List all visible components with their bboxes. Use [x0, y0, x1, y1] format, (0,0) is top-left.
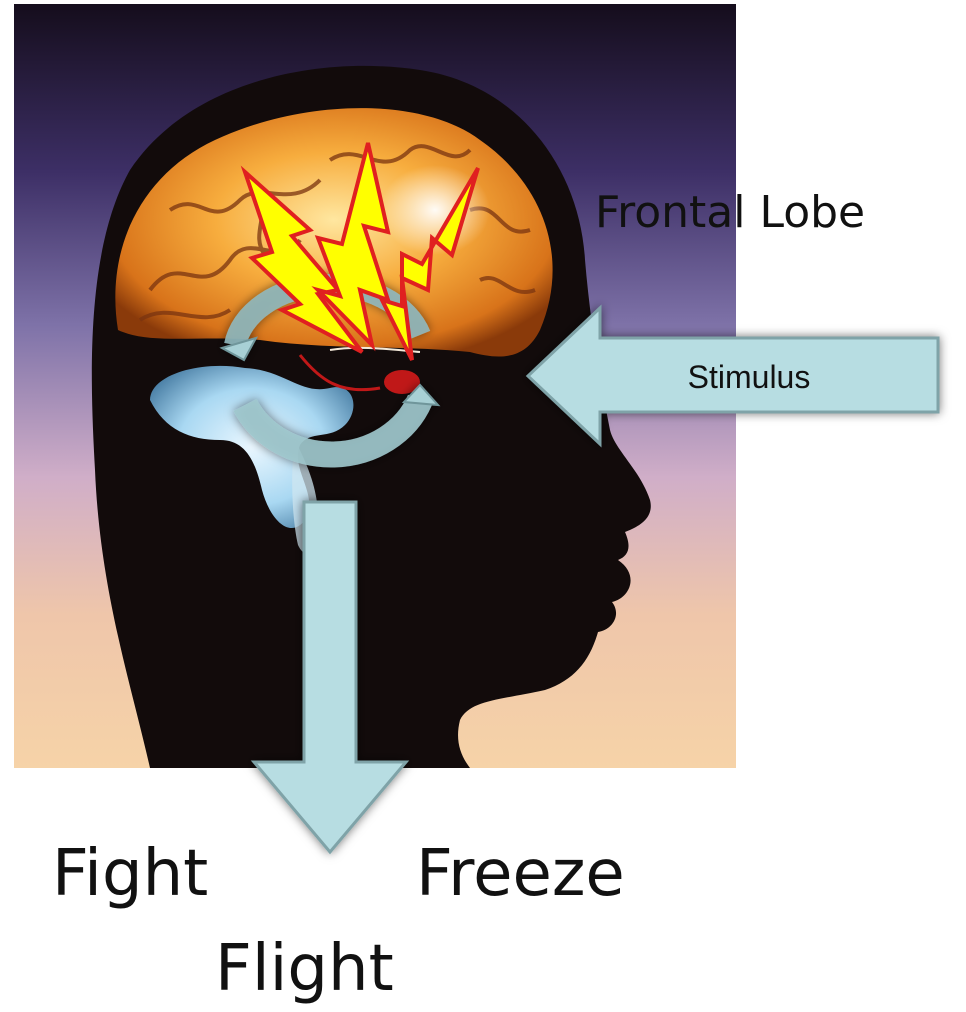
frontal-lobe-label: Frontal Lobe: [595, 187, 865, 238]
fight-label: Fight: [52, 837, 208, 911]
flight-label: Flight: [215, 932, 394, 1006]
stimulus-label: Stimulus: [688, 359, 811, 395]
freeze-label: Freeze: [416, 837, 625, 911]
